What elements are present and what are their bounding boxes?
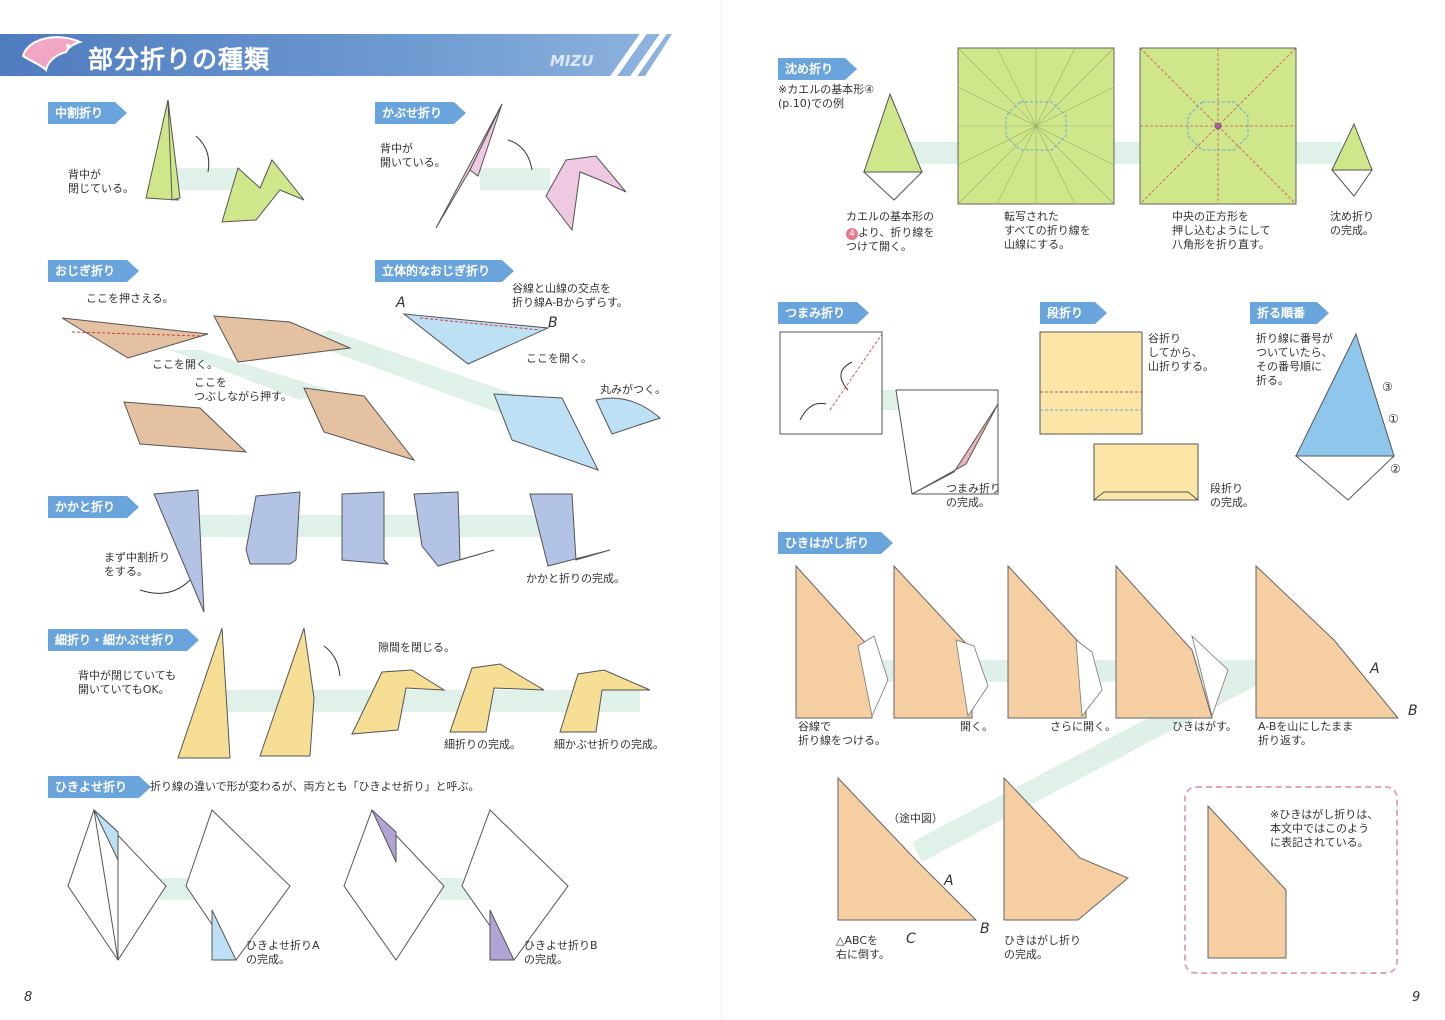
hoso-note-ok: 背中が閉じていても 開いていてもOK。 xyxy=(78,669,177,696)
step-number-4-icon: 4 xyxy=(846,228,858,240)
notation-box xyxy=(1184,786,1398,974)
shizume-square-1 xyxy=(957,47,1115,205)
right-diagrams xyxy=(779,47,1400,959)
page-number-left: 8 xyxy=(24,990,33,1005)
section-label-shizume: 沈め折り xyxy=(778,58,857,80)
hikihagashi-caption-7: △ABCを 右に倒す。 xyxy=(836,934,890,961)
hikihagashi-point-c: C xyxy=(906,931,916,947)
rittai-point-b: B xyxy=(548,315,558,331)
section-label-hikihagashi: ひきはがし折り xyxy=(778,532,893,554)
shizume-caption-1b-text: より、折り線を つけて開く。 xyxy=(846,226,935,253)
hikihagashi-point-b-2: B xyxy=(980,921,990,937)
section-label-hoso: 細折り・細かぶせ折り xyxy=(48,629,199,651)
section-label-nakawari: 中割折り xyxy=(48,102,127,124)
kabuse-figure xyxy=(435,103,627,232)
hikihagashi-caption-5: A-Bを山にしたまま 折り返す。 xyxy=(1258,720,1354,747)
section-label-ojigi: おじぎ折り xyxy=(48,260,139,282)
dan-note-valley: 谷折り してから、 山折りする。 xyxy=(1148,332,1214,373)
section-label-tsumami: つまみ折り xyxy=(778,302,869,324)
section-label-hikiyose: ひきよせ折り xyxy=(48,776,151,798)
shizume-caption-4: 沈め折り の完成。 xyxy=(1330,210,1374,237)
nakawari-note: 背中が 閉じている。 xyxy=(68,168,134,195)
order-figure xyxy=(1294,332,1396,501)
title-banner xyxy=(0,34,672,76)
hoso-note-done: 細折りの完成。 xyxy=(444,738,521,751)
kakato-figure xyxy=(153,489,611,613)
hikiyose-note-b: ひきよせ折りB の完成。 xyxy=(524,939,598,966)
page-subtitle: MIZU xyxy=(550,52,594,70)
hikiyose-note-a: ひきよせ折りA の完成。 xyxy=(246,939,320,966)
order-number-3: ③ xyxy=(1382,380,1393,394)
hikihagashi-caption-1: 谷線で 折り線をつける。 xyxy=(798,720,886,747)
shizume-frog-figure xyxy=(862,92,1373,201)
dan-figure xyxy=(1039,331,1200,501)
page-number-right: 9 xyxy=(1412,990,1421,1005)
order-number-2: ② xyxy=(1390,462,1401,476)
hikihagashi-caption-4: ひきはがす。 xyxy=(1172,720,1237,733)
order-note: 折り線に番号が ついていたら、 その番号順に 折る。 xyxy=(1256,332,1333,387)
ojigi-note-push: ここを つぶしながら押す。 xyxy=(194,376,292,403)
left-diagrams xyxy=(61,99,661,961)
section-label-kabuse: かぶせ折り xyxy=(375,102,466,124)
hikihagashi-caption-2: 開く。 xyxy=(960,720,993,733)
hikihagashi-caption-3: さらに開く。 xyxy=(1050,720,1116,733)
rittai-note-shift: 谷線と山線の交点を 折り線A-Bからずらす。 xyxy=(512,282,628,309)
shizume-intro: ※カエルの基本形④ (p.10)での例 xyxy=(778,83,875,110)
shizume-square-2 xyxy=(1139,47,1297,205)
shizume-caption-1a: カエルの基本形の xyxy=(846,210,934,223)
hikihagashi-point-b: B xyxy=(1408,703,1418,719)
shizume-caption-3: 中央の正方形を 押し込むようにして 八角形を折り直す。 xyxy=(1172,210,1271,251)
ojigi-figure xyxy=(61,315,416,461)
shizume-caption-2: 転写された すべての折り線を 山線にする。 xyxy=(1004,210,1091,251)
order-number-1: ① xyxy=(1388,412,1399,426)
ojigi-note-open: ここを開く。 xyxy=(152,358,218,371)
hikihagashi-point-a-2: A xyxy=(944,873,954,889)
hikiyose-desc: 折り線の違いで形が変わるが、両方とも「ひきよせ折り」と呼ぶ。 xyxy=(150,780,480,793)
hoso-note-close: 隙間を閉じる。 xyxy=(378,641,455,654)
tsumami-note: つまみ折り の完成。 xyxy=(946,482,1001,509)
kakato-note-first: まず中割折り をする。 xyxy=(104,551,170,578)
left-page: 部分折りの種類 MIZU 中割折り 背中が 閉じている。 xyxy=(0,0,722,1020)
hikihagashi-figure xyxy=(795,564,1400,959)
kakato-note-done: かかと折りの完成。 xyxy=(526,572,625,585)
hikihagashi-caption-8: ひきはがし折り の完成。 xyxy=(1004,934,1081,961)
hikihagashi-point-a: A xyxy=(1370,661,1380,677)
hoso-kabuse-note-done: 細かぶせ折りの完成。 xyxy=(554,738,664,751)
ojigi-note-press: ここを押さえる。 xyxy=(86,292,174,305)
rittai-point-a: A xyxy=(396,295,406,311)
dan-note-done: 段折り の完成。 xyxy=(1210,482,1254,509)
tsumami-figure xyxy=(779,331,999,495)
rittai-figure xyxy=(402,313,661,471)
section-label-kakato: かかと折り xyxy=(48,496,139,518)
dolphin-icon xyxy=(21,36,83,73)
notation-box-note: ※ひきはがし折りは、 本文中ではこのよう に表記されている。 xyxy=(1270,808,1379,849)
section-label-dan: 段折り xyxy=(1040,302,1107,324)
section-label-rittai: 立体的なおじぎ折り xyxy=(375,260,514,282)
hikihagashi-caption-6: （途中図） xyxy=(888,812,943,825)
nakawari-figure xyxy=(145,99,305,223)
rittai-note-round: 丸みがつく。 xyxy=(600,383,666,396)
rittai-note-open: ここを開く。 xyxy=(526,352,592,365)
section-label-order: 折る順番 xyxy=(1250,302,1329,324)
kabuse-note: 背中が 開いている。 xyxy=(380,142,446,169)
gutter xyxy=(721,0,722,1020)
page-title: 部分折りの種類 xyxy=(88,45,271,74)
hoso-figure xyxy=(177,627,651,759)
